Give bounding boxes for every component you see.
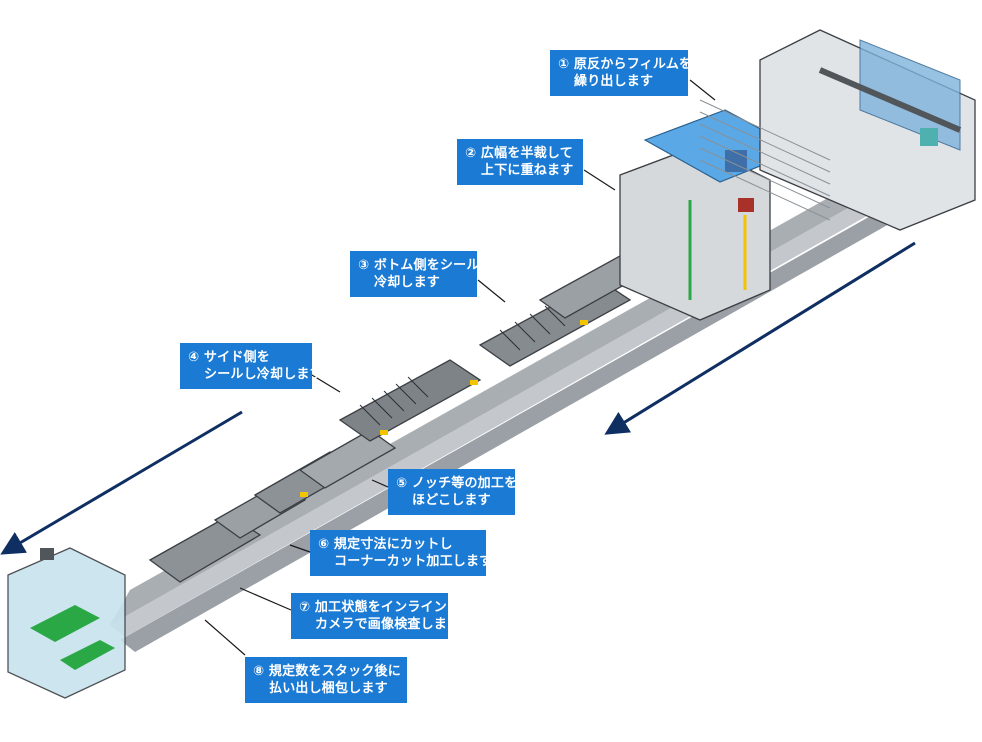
unwind-roll — [818, 67, 962, 133]
callout-step-8-line1: ⑧ 規定数をスタック後に — [253, 664, 401, 679]
yellow-pad-1 — [380, 430, 388, 435]
outfeed-conveyor-1 — [30, 605, 100, 642]
roller-7 — [514, 321, 536, 343]
leader-7 — [239, 587, 292, 611]
callout-step-1-line2: 繰り出します — [574, 74, 654, 89]
roller-1 — [359, 404, 381, 426]
callout-step-7-line1: ⑦ 加工状態をインライン — [299, 600, 447, 615]
roller-details — [359, 305, 566, 426]
callout-step-5: ⑤ ノッチ等の加工を ほどこします — [388, 469, 518, 515]
web-line-4 — [699, 135, 831, 197]
leader-lines — [204, 79, 716, 656]
web-line-5 — [699, 147, 831, 209]
roller-9 — [544, 305, 566, 327]
flow-arrows — [0, 241, 916, 555]
callout-step-8: ⑧ 規定数をスタック後に 払い出し梱包します — [245, 657, 407, 703]
flow-arrow-upper — [604, 241, 916, 435]
callout-step-5-line1: ⑤ ノッチ等の加工を — [396, 476, 518, 491]
callout-step-6-line1: ⑥ 規定寸法にカットし — [318, 537, 453, 552]
leader-3 — [477, 279, 506, 303]
roller-3 — [383, 390, 405, 412]
callout-step-4-line1: ④ サイド側を — [188, 350, 270, 365]
module-notch — [298, 429, 397, 489]
callout-step-1-line1: ① 原反からフィルムを — [558, 57, 693, 72]
outfeed-conveyor-2 — [60, 640, 115, 670]
callout-step-6-line2: コーナーカット加工します — [334, 554, 493, 569]
roller-5 — [407, 376, 429, 398]
leader-6 — [289, 544, 311, 553]
callout-step-4-line2: シールし冷却します — [204, 367, 323, 382]
web-line-3 — [699, 123, 831, 185]
line-base-shadow — [120, 205, 905, 652]
leader-4 — [311, 374, 341, 393]
callout-step-3-line2: 冷却します — [374, 275, 441, 290]
line-base — [110, 190, 895, 637]
flow-arrow-lower — [0, 410, 243, 555]
callout-step-4: ④ サイド側を シールし冷却します — [180, 343, 323, 389]
leader-8 — [204, 619, 246, 656]
machine-line — [7, 29, 976, 699]
callout-step-2-line1: ② 広幅を半裁して — [465, 146, 573, 161]
leader-5 — [371, 479, 389, 488]
yellow-pad-2 — [470, 380, 478, 385]
callout-step-3: ③ ボトム側をシールし 冷却します — [350, 251, 493, 297]
roller-8 — [529, 313, 551, 335]
web-line-1 — [699, 99, 831, 161]
callout-step-5-line2: ほどこします — [412, 493, 491, 508]
unwind-station — [699, 29, 976, 231]
web-line-2 — [699, 111, 831, 173]
callout-step-7-line2: カメラで画像検査します — [315, 617, 461, 632]
unwind-teal-box — [920, 128, 938, 146]
callout-step-1: ① 原反からフィルムを 繰り出します — [550, 50, 693, 96]
module-side-seal — [338, 359, 482, 442]
outfeed-enclosure — [7, 547, 126, 699]
outfeed-hood — [40, 548, 54, 560]
callout-step-2-line2: 上下に重ねます — [481, 163, 574, 178]
leader-2 — [583, 169, 616, 191]
fold-tower-display — [738, 198, 754, 212]
callout-step-3-line1: ③ ボトム側をシールし — [358, 258, 493, 273]
leader-1 — [689, 79, 716, 101]
callout-step-7: ⑦ 加工状態をインライン カメラで画像検査します — [291, 593, 461, 639]
yellow-pad-5 — [300, 492, 308, 497]
yellow-pad-3 — [580, 320, 588, 325]
callout-step-6: ⑥ 規定寸法にカットし コーナーカット加工します — [310, 530, 493, 576]
roller-4 — [395, 383, 417, 405]
roller-2 — [371, 397, 393, 419]
unwind-web-lines — [699, 99, 831, 221]
callout-step-8-line2: 払い出し梱包します — [269, 681, 388, 696]
web-line-6 — [699, 159, 831, 221]
callout-step-2: ② 広幅を半裁して 上下に重ねます — [457, 139, 583, 185]
roller-6 — [499, 329, 521, 351]
